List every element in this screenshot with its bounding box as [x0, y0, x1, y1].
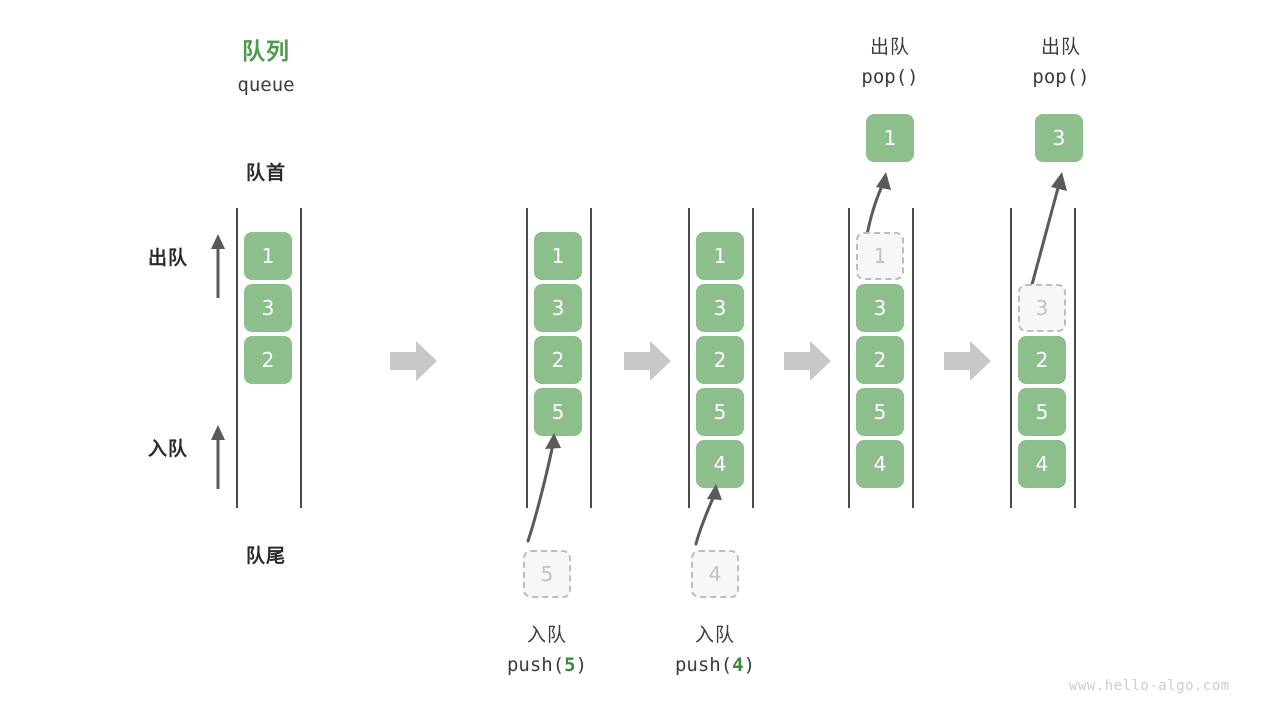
- queue-column-push-5: 1 3 2 5: [526, 208, 592, 508]
- queue-title-group: 队列 queue: [196, 32, 336, 96]
- operation-code: pop(): [976, 66, 1146, 88]
- operation-code-prefix: push(: [674, 654, 733, 676]
- queue-cell: 1: [244, 232, 292, 280]
- push-4-operation-label: 入队 push(4): [645, 620, 785, 676]
- queue-cell: 4: [856, 440, 904, 488]
- operation-code-prefix: pop(: [861, 66, 908, 88]
- queue-cell: 4: [1018, 440, 1066, 488]
- dequeued-element-ghost: 3: [1018, 284, 1066, 332]
- queue-cell: 1: [696, 232, 744, 280]
- flow-arrow-icon: [784, 341, 831, 381]
- queue-rail-left: [848, 208, 850, 508]
- queue-cell: 3: [696, 284, 744, 332]
- queue-title-en: queue: [237, 74, 295, 96]
- queue-cell: 2: [856, 336, 904, 384]
- popped-element: 3: [1035, 114, 1083, 162]
- operation-code: push(5): [477, 654, 617, 676]
- operation-name-cn: 入队: [526, 624, 567, 646]
- queue-cell: 2: [244, 336, 292, 384]
- queue-cell: 3: [856, 284, 904, 332]
- queue-rail-left: [526, 208, 528, 508]
- pop-arrow-icon: [1028, 172, 1067, 294]
- operation-code-arg: 4: [732, 654, 744, 676]
- queue-title-cn: 队列: [242, 39, 290, 65]
- operation-name-cn: 入队: [694, 624, 735, 646]
- dequeue-direction-arrow-icon: [211, 234, 225, 298]
- queue-cell: 5: [1018, 388, 1066, 436]
- queue-rail-right: [590, 208, 592, 508]
- operation-code-suffix: ): [575, 654, 588, 676]
- queue-cell: 2: [1018, 336, 1066, 384]
- queue-cell: 2: [696, 336, 744, 384]
- dequeue-side-label: 出队: [148, 247, 189, 269]
- operation-code: push(4): [645, 654, 785, 676]
- queue-cell: 3: [534, 284, 582, 332]
- queue-rail-left: [688, 208, 690, 508]
- queue-rail-right: [300, 208, 302, 508]
- operation-code-suffix: ): [1078, 66, 1090, 88]
- queue-rail-right: [912, 208, 914, 508]
- operation-name-cn: 出队: [869, 36, 910, 58]
- queue-column-pop-3: 3 2 5 4: [1010, 208, 1076, 508]
- operation-name-cn: 出队: [1040, 36, 1081, 58]
- operation-code: pop(): [805, 66, 975, 88]
- queue-cell: 1: [534, 232, 582, 280]
- push-5-operation-label: 入队 push(5): [477, 620, 617, 676]
- queue-cell: 3: [244, 284, 292, 332]
- queue-cell: 5: [696, 388, 744, 436]
- queue-cell: 2: [534, 336, 582, 384]
- watermark: www.hello-algo.com: [1069, 678, 1230, 694]
- queue-column-pop-1: 1 3 2 5 4: [848, 208, 914, 508]
- operation-code-prefix: push(: [506, 654, 565, 676]
- flow-arrow-icon: [390, 341, 437, 381]
- incoming-element-ghost: 4: [691, 550, 739, 598]
- operation-code-arg: 5: [564, 654, 576, 676]
- operation-code-suffix: ): [743, 654, 756, 676]
- queue-rail-right: [752, 208, 754, 508]
- incoming-element-ghost: 5: [523, 550, 571, 598]
- push-arrow-icon: [694, 484, 722, 546]
- flow-arrow-icon: [944, 341, 991, 381]
- popped-element: 1: [866, 114, 914, 162]
- queue-rail-left: [1010, 208, 1012, 508]
- rear-label: 队尾: [245, 545, 286, 567]
- queue-cell: 5: [534, 388, 582, 436]
- push-arrow-icon: [526, 433, 561, 543]
- enqueue-side-label: 入队: [148, 438, 189, 460]
- queue-cell: 5: [856, 388, 904, 436]
- queue-column-initial: 1 3 2: [236, 208, 302, 508]
- operation-code-prefix: pop(: [1032, 66, 1079, 88]
- enqueue-direction-arrow-icon: [211, 425, 225, 489]
- pop-1-operation-label: 出队 pop(): [805, 32, 975, 88]
- flow-arrow-icon: [624, 341, 671, 381]
- dequeued-element-ghost: 1: [856, 232, 904, 280]
- queue-cell: 4: [696, 440, 744, 488]
- operation-code-suffix: ): [907, 66, 919, 88]
- queue-rail-right: [1074, 208, 1076, 508]
- front-label: 队首: [245, 162, 286, 184]
- queue-column-push-4: 1 3 2 5 4: [688, 208, 754, 508]
- pop-3-operation-label: 出队 pop(): [976, 32, 1146, 88]
- queue-rail-left: [236, 208, 238, 508]
